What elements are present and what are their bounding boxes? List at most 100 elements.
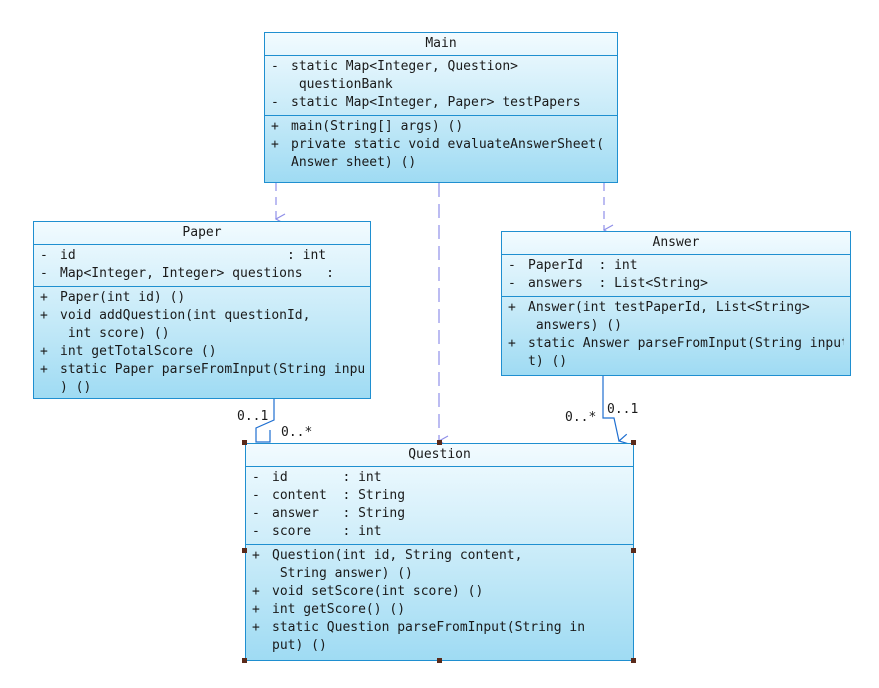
member-line: static Question parseFromInput(String in [272, 620, 586, 635]
member-text: score : int [272, 523, 627, 541]
member-line: static Answer parseFromInput(String inpu… [528, 336, 844, 351]
multiplicity-answer-target: 0..* [565, 410, 597, 425]
multiplicity-answer-source: 0..1 [607, 402, 639, 417]
operation[interactable]: +static Paper parseFromInput(String inpu… [40, 361, 364, 397]
association-paper-question[interactable] [255, 399, 275, 443]
operation[interactable]: + Answer(int testPaperId, List<String> an… [508, 299, 844, 335]
attribute[interactable]: -static Map<Integer, Question> questionB… [271, 58, 611, 94]
member-line: private static void evaluateAnswerSheet( [291, 137, 605, 152]
visibility-marker: - [271, 59, 279, 74]
visibility-marker: - [40, 266, 48, 281]
member-line: answers : List<String> [528, 276, 709, 291]
attribute[interactable]: -id : int [252, 469, 627, 487]
attributes-compartment: -id : int-Map<Integer, Integer> question… [34, 245, 370, 287]
member-line: score : int [272, 524, 382, 539]
operation[interactable]: + static Answer parseFromInput(String inp… [508, 335, 844, 371]
visibility-marker: - [252, 524, 260, 539]
attribute[interactable]: -content : String [252, 487, 627, 505]
member-text: id : int [60, 247, 364, 265]
attribute[interactable]: -id : int [40, 247, 364, 265]
member-text: content : String [272, 487, 627, 505]
visibility-marker: + [40, 308, 48, 323]
visibility-marker: + [252, 548, 260, 563]
operations-compartment: + Question(int id, String content, String… [246, 545, 633, 658]
member-line: id : int [60, 248, 327, 263]
attributes-compartment: -PaperId : int-answers : List<String> [502, 255, 850, 297]
member-text: Paper(int id) () [60, 289, 364, 307]
class-question[interactable]: Question-id : int-content : String-answe… [245, 443, 634, 661]
member-text: main(String[] args) () [291, 118, 611, 136]
operation[interactable]: + private static void evaluateAnswerSheet… [271, 136, 611, 172]
selection-handle[interactable] [631, 548, 636, 553]
visibility-marker: + [271, 119, 279, 134]
attribute[interactable]: -static Map<Integer, Paper> testPapers [271, 94, 611, 112]
operation[interactable]: +int getTotalScore () [40, 343, 364, 361]
class-main[interactable]: Main-static Map<Integer, Question> quest… [264, 32, 618, 183]
operation[interactable]: + void addQuestion(int questionId, int sc… [40, 307, 364, 343]
visibility-marker: + [271, 137, 279, 152]
selection-handle[interactable] [437, 658, 442, 663]
member-line: Answer sheet) () [291, 155, 417, 170]
class-answer[interactable]: Answer-PaperId : int-answers : List<Stri… [501, 231, 851, 376]
member-line: Question(int id, String content, [272, 548, 523, 563]
member-line: answers) () [528, 318, 622, 333]
class-paper[interactable]: Paper-id : int-Map<Integer, Integer> que… [33, 221, 371, 399]
class-name: Main [265, 33, 617, 56]
attribute[interactable]: -answer : String [252, 505, 627, 523]
attributes-compartment: -static Map<Integer, Question> questionB… [265, 56, 617, 116]
member-line: static Map<Integer, Paper> testPapers [291, 95, 581, 110]
multiplicity-paper-source: 0..1 [237, 409, 269, 424]
selection-handle[interactable] [242, 658, 247, 663]
member-line: PaperId : int [528, 258, 638, 273]
operation[interactable]: +static Question parseFromInput(String i… [252, 619, 627, 655]
member-line: answer : String [272, 506, 406, 521]
class-name: Question [246, 444, 633, 467]
operation[interactable]: + main(String[] args) () [271, 118, 611, 136]
visibility-marker: - [252, 506, 260, 521]
member-line: id : int [272, 470, 382, 485]
selection-handle[interactable] [631, 440, 636, 445]
member-text: Answer(int testPaperId, List<String> ans… [528, 299, 844, 335]
member-text: static Question parseFromInput(String in… [272, 619, 627, 655]
operation[interactable]: +int getScore() () [252, 601, 627, 619]
member-line: int getScore() () [272, 602, 406, 617]
visibility-marker: + [40, 290, 48, 305]
member-text: Question(int id, String content, String … [272, 547, 627, 583]
member-text: Map<Integer, Integer> questions : [60, 265, 364, 283]
selection-handle[interactable] [437, 440, 442, 445]
attribute[interactable]: -score : int [252, 523, 627, 541]
selection-handle[interactable] [631, 658, 636, 663]
visibility-marker: + [40, 344, 48, 359]
association-answer-question[interactable] [602, 376, 619, 441]
member-line: void setScore(int score) () [272, 584, 484, 599]
attributes-compartment: -id : int-content : String-answer : Stri… [246, 467, 633, 545]
operation[interactable]: + void setScore(int score) () [252, 583, 627, 601]
operation[interactable]: + Question(int id, String content, String… [252, 547, 627, 583]
visibility-marker: - [508, 258, 516, 273]
selection-handle[interactable] [242, 440, 247, 445]
visibility-marker: - [40, 248, 48, 263]
member-text: answers : List<String> [528, 275, 844, 293]
attribute[interactable]: -answers : List<String> [508, 275, 844, 293]
member-line: questionBank [291, 77, 393, 92]
class-name: Answer [502, 232, 850, 255]
member-text: void addQuestion(int questionId, int sco… [60, 307, 364, 343]
attribute[interactable]: -Map<Integer, Integer> questions : [40, 265, 364, 283]
member-line: content : String [272, 488, 406, 503]
visibility-marker: + [508, 300, 516, 315]
visibility-marker: - [271, 95, 279, 110]
class-name: Paper [34, 222, 370, 245]
visibility-marker: - [508, 276, 516, 291]
member-text: int getScore() () [272, 601, 627, 619]
visibility-marker: + [252, 584, 260, 599]
member-line: String answer) () [272, 566, 413, 581]
operation[interactable]: + Paper(int id) () [40, 289, 364, 307]
operations-compartment: + Answer(int testPaperId, List<String> an… [502, 297, 850, 374]
member-line: int score) () [60, 326, 170, 341]
visibility-marker: - [252, 488, 260, 503]
member-text: static Map<Integer, Paper> testPapers [291, 94, 611, 112]
attribute[interactable]: -PaperId : int [508, 257, 844, 275]
selection-handle[interactable] [242, 548, 247, 553]
member-text: answer : String [272, 505, 627, 523]
visibility-marker: + [508, 336, 516, 351]
